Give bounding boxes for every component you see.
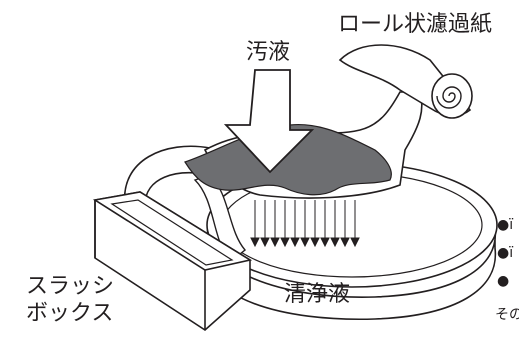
filtration-flow-arrows [250,200,360,248]
bullet-item-3: ● [497,273,510,289]
sludge-box-label-line1: スラッシ [26,274,115,299]
clean-liquid-label: 清浄液 [284,282,351,307]
sludge-box-label-line2: ボックス [26,301,114,326]
roll-spiral [436,86,462,109]
bullet-item-1: ●ï [497,217,514,233]
dirty-liquid-label: 汚液 [246,40,291,65]
bullet-item-2: ●ï [497,245,514,261]
tank-body [206,221,497,321]
dirty-liquid-arrow [223,69,315,174]
roll-end [431,73,473,119]
roll-filter-paper-label: ロール状濾過紙 [338,12,493,37]
sludge-box-inner [110,199,234,266]
trailing-text: その [495,307,519,323]
